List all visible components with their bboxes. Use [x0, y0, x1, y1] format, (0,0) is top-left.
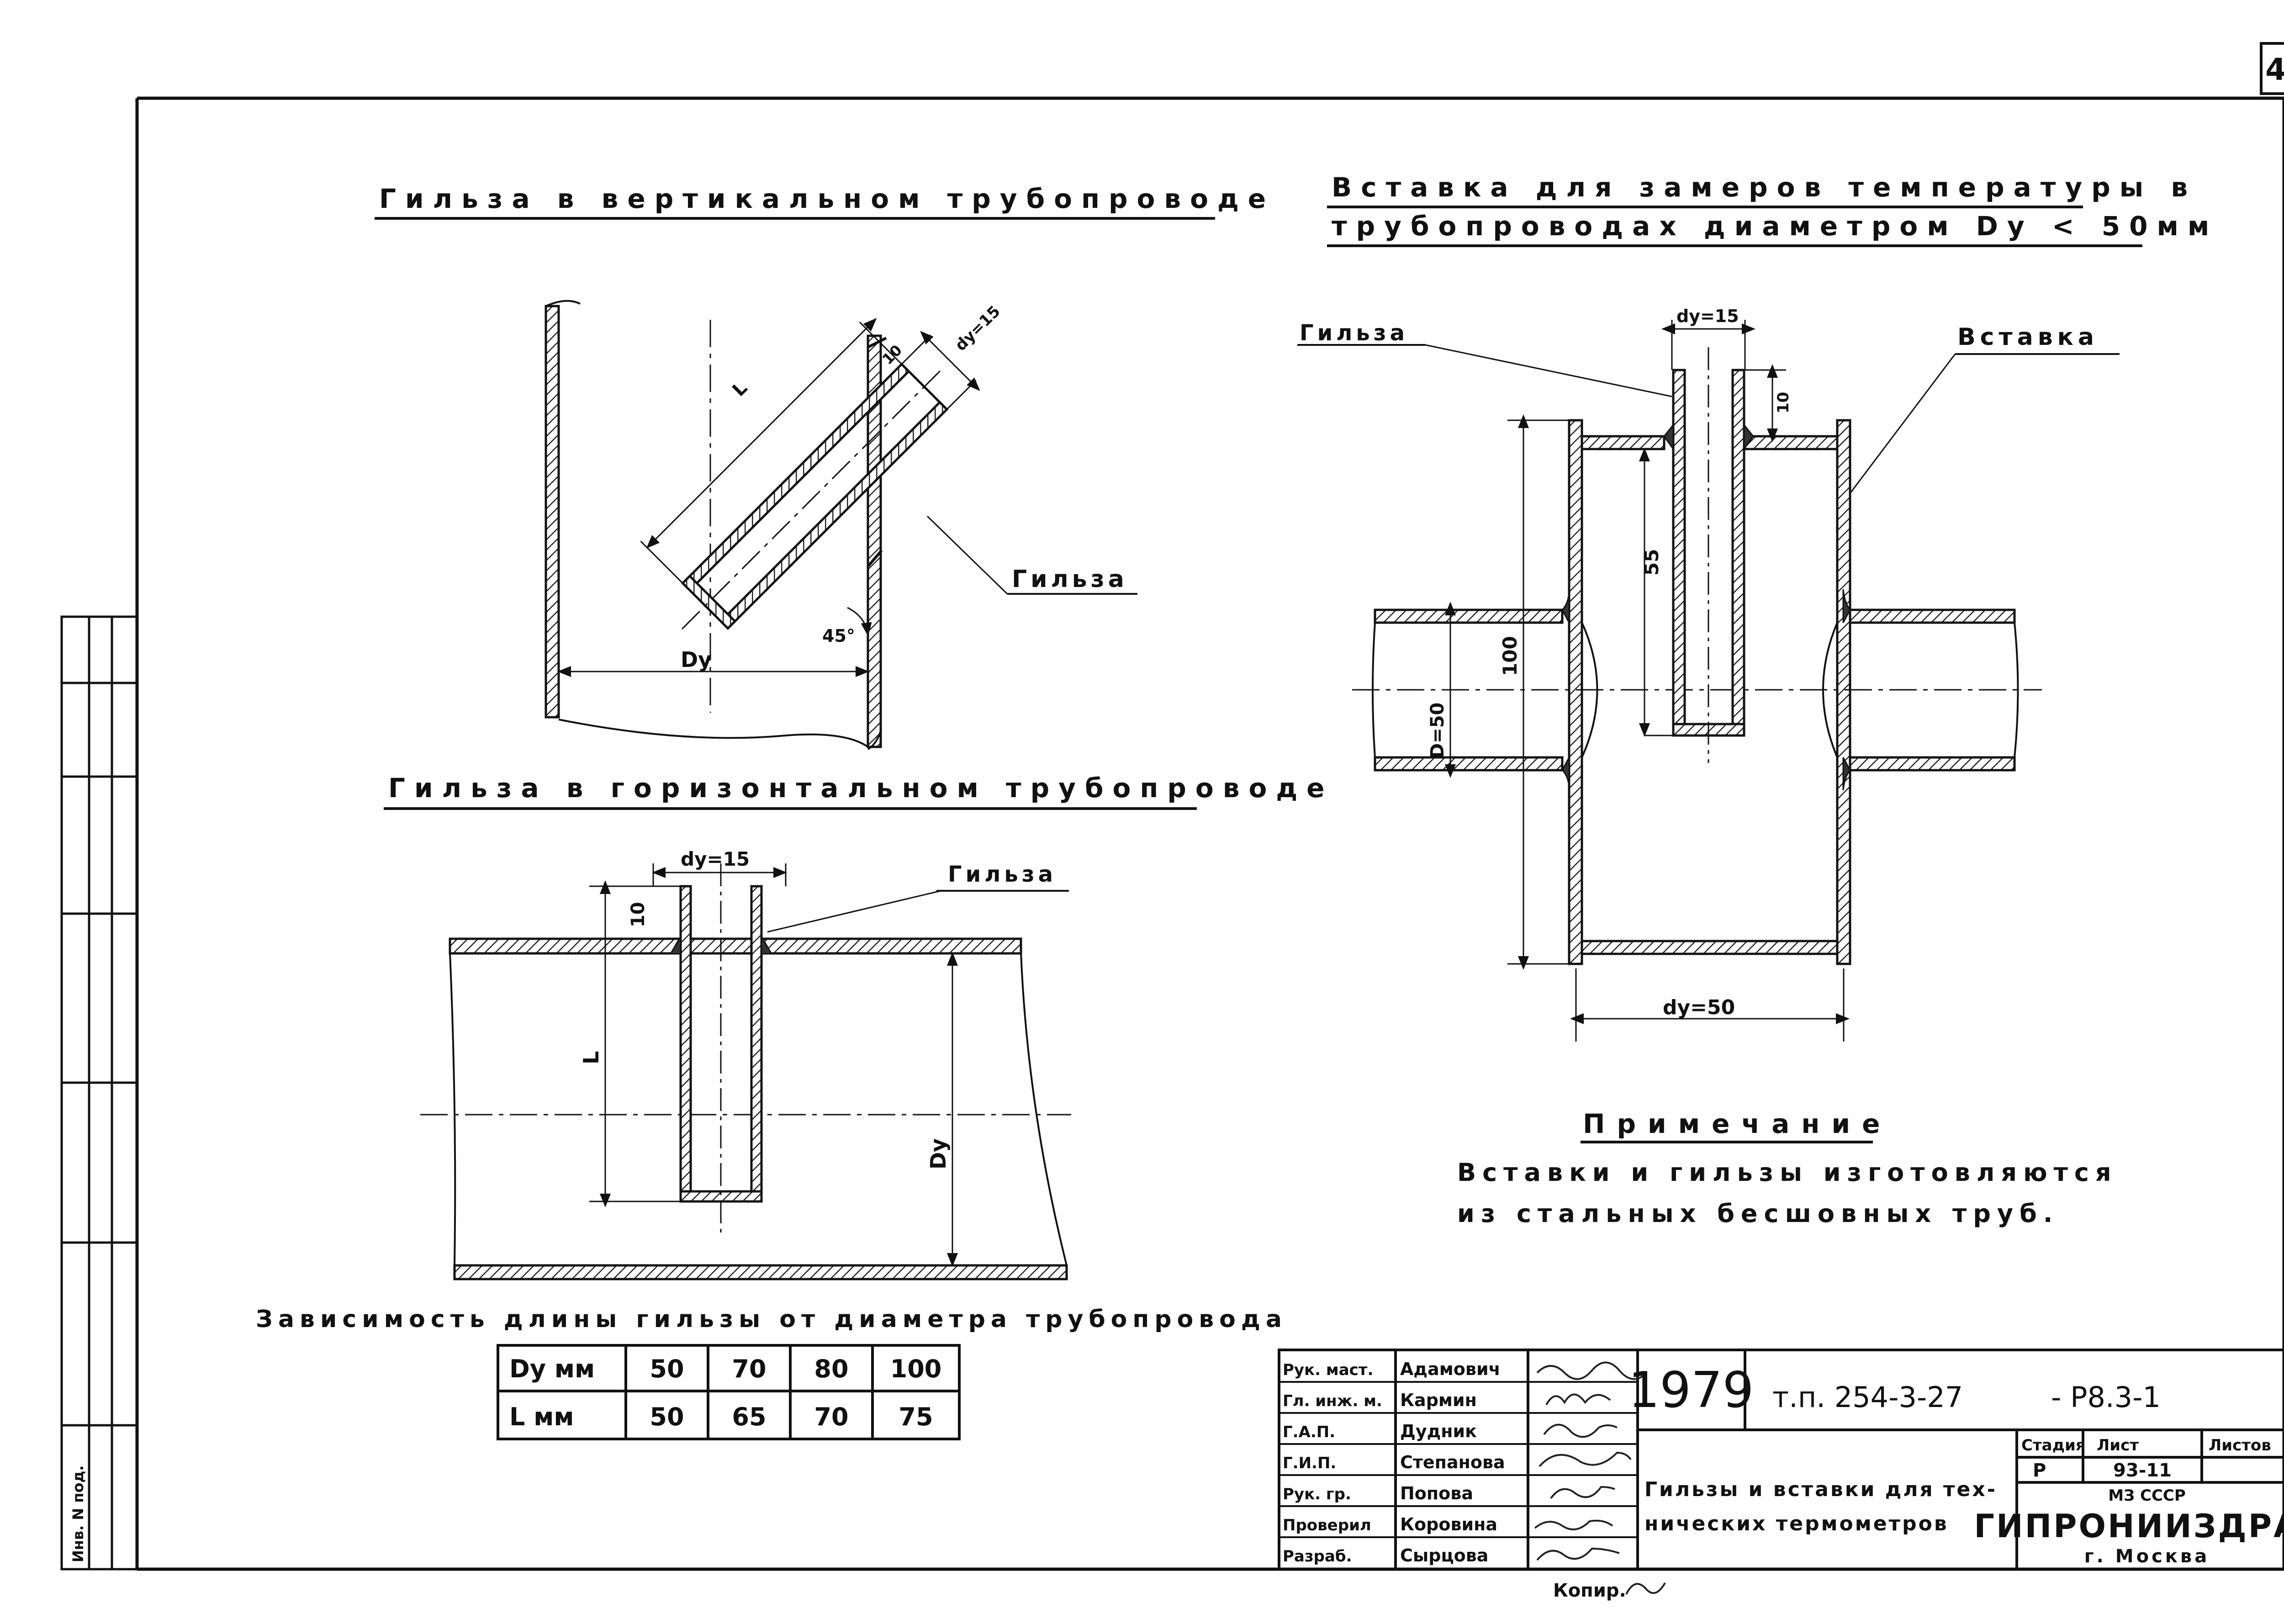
insert-label: Вставка [1957, 323, 2099, 351]
horizontal-dim-10-label: 10 [628, 902, 649, 927]
left-stamp-strip [60, 615, 138, 1571]
table-cell-70: 70 [814, 1402, 848, 1431]
table-cell-75: 75 [899, 1402, 933, 1431]
vertical-dim-L [640, 318, 980, 587]
role-1: Рук. маст. [1283, 1361, 1373, 1379]
name-6: Коровина [1400, 1514, 1497, 1534]
role-7: Разраб. [1283, 1547, 1352, 1566]
view-vertical-pipe: Гильза в вертикальном трубопроводе [375, 183, 1275, 750]
role-5: Рук. гр. [1283, 1485, 1351, 1503]
insert-title-line1: Вставка для замеров температуры в [1332, 172, 2197, 203]
insert-title-line2: трубопроводах диаметром Dy < 50мм [1332, 211, 2218, 242]
organization: ГИПРОНИИЗДРАВ [1974, 1508, 2284, 1545]
insert-dim-55-label: 55 [1640, 549, 1663, 576]
note-block: Примечание Вставки и гильзы изготовляютс… [1457, 1108, 2118, 1228]
note-line2: из стальных бесшовных труб. [1457, 1199, 2059, 1228]
insert-sleeve-label: Гильза [1300, 320, 1408, 346]
role-4: Г.И.П. [1283, 1454, 1336, 1472]
name-7: Сырцова [1400, 1545, 1488, 1566]
name-1: Адамович [1400, 1359, 1501, 1379]
vertical-dim-Dy-label: Dy [681, 647, 712, 672]
drawing-title-line2: нических термометров [1644, 1512, 1949, 1535]
vertical-sleeve-label: Гильза [1012, 566, 1128, 593]
horizontal-view-title: Гильза в горизонтальном трубопроводе [388, 772, 1334, 804]
vertical-view-title: Гильза в вертикальном трубопроводе [379, 183, 1275, 214]
insert-dim-dy-bottom-label: dy=50 [1663, 996, 1735, 1019]
note-line1: Вставки и гильзы изготовляются [1457, 1158, 2118, 1187]
insert-dim-10-label: 10 [1774, 392, 1792, 413]
ministry: МЗ СССР [2108, 1486, 2186, 1505]
sheet-number: 93-11 [2113, 1460, 2172, 1481]
table-header-70: 70 [732, 1354, 766, 1383]
drawing-title-line1: Гильзы и вставки для тех- [1644, 1478, 1997, 1501]
length-table-caption: Зависимость длины гильзы от диаметра тру… [256, 1306, 1287, 1333]
insert-dim-D50-label: D=50 [1427, 703, 1448, 758]
horizontal-dim-L-label: L [579, 1051, 603, 1064]
name-3: Дудник [1400, 1421, 1477, 1441]
horizontal-dim-dy-label: dy=15 [681, 848, 750, 870]
name-5: Попова [1400, 1483, 1473, 1503]
table-header-label: Dy мм [509, 1354, 595, 1383]
year: 1979 [1628, 1362, 1754, 1419]
table-row-label: L мм [509, 1402, 574, 1431]
vertical-sleeve [681, 362, 949, 630]
length-table: Зависимость длины гильзы от диаметра тру… [256, 1306, 1287, 1440]
vertical-dim-L-label: L [729, 378, 752, 401]
copied-by: Копир. [1553, 1580, 1626, 1601]
page-number-box: 41 [2260, 42, 2284, 95]
note-heading: Примечание [1583, 1108, 1892, 1139]
vertical-angle-label: 45° [822, 626, 855, 646]
title-block: Рук. маст. Гл. инж. м. Г.А.П. Г.И.П. Рук… [1278, 1349, 2284, 1601]
stage-header: Стадия [2021, 1436, 2086, 1455]
view-horizontal-pipe: Гильза в горизонтальном трубопроводе dy=… [384, 772, 1334, 1280]
inventory-label: Инв. N под. [69, 1465, 87, 1562]
role-3: Г.А.П. [1283, 1423, 1335, 1441]
view-insert: Вставка для замеров температуры в трубоп… [1297, 172, 2218, 1042]
stage-value: Р [2033, 1460, 2046, 1481]
sheets-header: Листов [2209, 1436, 2271, 1455]
table-header-100: 100 [890, 1354, 942, 1383]
city: г. Москва [2084, 1546, 2210, 1567]
horizontal-sleeve-label: Гильза [948, 862, 1057, 887]
role-6: Проверил [1283, 1516, 1371, 1534]
vertical-dim-dy-label: dy=15 [952, 302, 1004, 355]
insert-dim-dy-top-label: dy=15 [1676, 306, 1739, 326]
sheet-header: Лист [2097, 1436, 2139, 1455]
table-header-50: 50 [650, 1354, 684, 1383]
table-cell-50: 50 [650, 1402, 684, 1431]
name-2: Кармин [1400, 1390, 1477, 1410]
table-header-80: 80 [814, 1354, 848, 1383]
sheet-code: - Р8.3-1 [2051, 1381, 2161, 1414]
signature-marks [1534, 1361, 1648, 1561]
doc-code: т.п. 254-3-27 [1772, 1381, 1963, 1414]
copy-signature [1625, 1582, 1666, 1595]
table-cell-65: 65 [732, 1402, 766, 1431]
horizontal-dim-Dy-label: Dy [926, 1138, 951, 1169]
horizontal-sleeve [669, 863, 773, 1233]
role-2: Гл. инж. м. [1283, 1392, 1382, 1410]
name-4: Степанова [1400, 1452, 1505, 1472]
page-number: 41 [2265, 52, 2284, 87]
insert-dim-100-label: 100 [1499, 636, 1521, 676]
